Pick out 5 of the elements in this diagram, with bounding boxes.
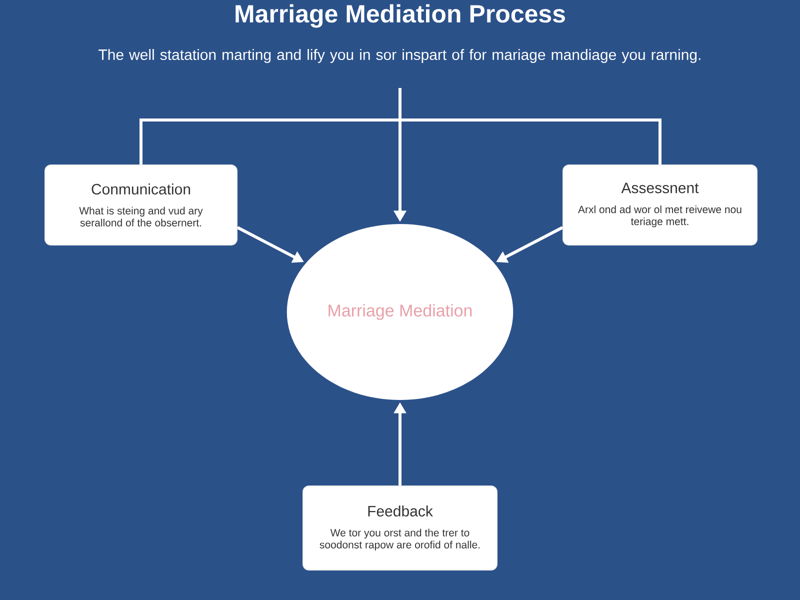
title: Marriage Mediation Process <box>236 4 565 28</box>
process-box: Feedback We tor you orst and the trer to soodonst rapow are orofid of nalle. <box>302 486 498 570</box>
process-box: Assessnent Arxl ond ad wor ol met reivewe nou teriage mett. <box>562 164 758 246</box>
subtitle: The well statation marting and lify you in sor inspart of for mariage mandiage you rarning. <box>98 49 700 63</box>
process-box: Conmunication What is steing and vud ary serallond of the obsernert. <box>44 164 238 246</box>
